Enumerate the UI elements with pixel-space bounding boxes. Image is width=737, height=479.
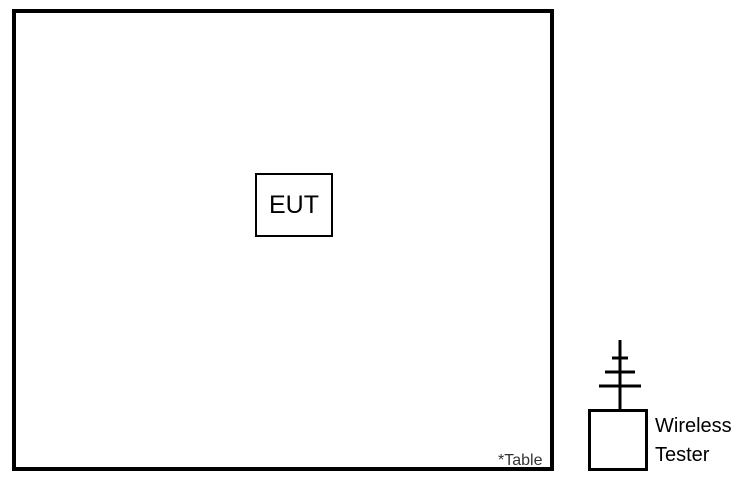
wireless-tester-box [588, 409, 648, 471]
tester-label-line1: Wireless [655, 415, 732, 437]
antenna-icon [599, 340, 641, 410]
table-outline [12, 9, 554, 471]
eut-box: EUT [255, 173, 333, 237]
tester-label-line2: Tester [655, 444, 710, 466]
wireless-tester-label: Wireless Tester [655, 412, 732, 470]
eut-label: EUT [269, 190, 319, 219]
table-label: *Table [498, 452, 543, 469]
